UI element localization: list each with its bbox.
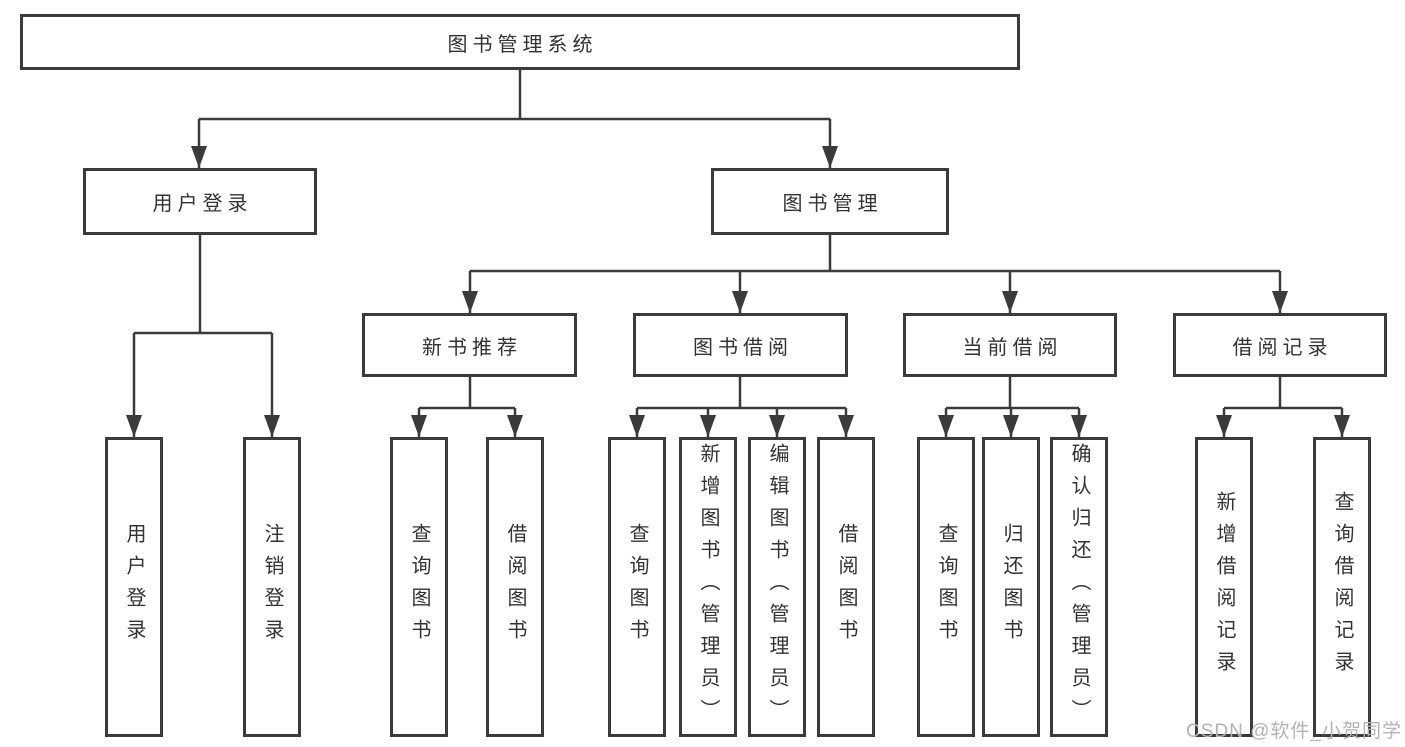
leaf-label: 确认归还（管理员） xyxy=(1068,443,1090,731)
leaf-edit-book-admin: 编辑图书（管理员） xyxy=(748,437,806,737)
node-label: 新书推荐 xyxy=(422,336,522,359)
leaf-label: 查询图书 xyxy=(408,523,430,651)
leaf-add-borrow-record: 新增借阅记录 xyxy=(1195,437,1253,737)
leaf-confirm-return-admin: 确认归还（管理员） xyxy=(1050,437,1108,737)
node-label: 用户登录 xyxy=(152,193,253,215)
leaf-label: 用户登录 xyxy=(123,523,145,651)
leaf-label: 查询图书 xyxy=(935,523,957,651)
leaf-label: 查询图书 xyxy=(626,523,648,651)
node-label: 当前借阅 xyxy=(962,336,1063,359)
leaf-label: 借阅图书 xyxy=(835,523,857,651)
leaf-add-book-admin: 新增图书（管理员） xyxy=(679,437,737,737)
node-label: 图书管理系统 xyxy=(447,33,598,56)
leaf-label: 归还图书 xyxy=(1000,523,1022,651)
node-label: 图书管理 xyxy=(782,193,883,215)
node-user-login: 用户登录 xyxy=(83,168,317,235)
leaf-label: 编辑图书（管理员） xyxy=(766,443,788,731)
node-label: 图书借阅 xyxy=(693,336,793,359)
csdn-watermark: CSDN @软件_小贺同学 xyxy=(1186,721,1402,742)
node-label: 借阅记录 xyxy=(1232,336,1333,359)
leaf-user-login: 用户登录 xyxy=(105,437,163,737)
node-library-management-system: 图书管理系统 xyxy=(20,14,1020,70)
leaf-query-books-recommend: 查询图书 xyxy=(390,437,448,737)
leaf-label: 借阅图书 xyxy=(504,523,526,651)
leaf-return-book: 归还图书 xyxy=(982,437,1040,737)
node-book-management: 图书管理 xyxy=(711,168,949,235)
leaf-query-borrow-record: 查询借阅记录 xyxy=(1313,437,1371,737)
leaf-query-books-borrow: 查询图书 xyxy=(608,437,666,737)
leaf-logout: 注销登录 xyxy=(243,437,301,737)
node-book-borrowing: 图书借阅 xyxy=(633,313,848,377)
leaf-borrow-books-borrow: 借阅图书 xyxy=(817,437,875,737)
leaf-label: 新增借阅记录 xyxy=(1213,491,1235,683)
leaf-borrow-books-recommend: 借阅图书 xyxy=(486,437,544,737)
node-current-borrowing: 当前借阅 xyxy=(903,313,1117,377)
leaf-label: 注销登录 xyxy=(261,523,283,651)
leaf-label: 查询借阅记录 xyxy=(1331,491,1353,683)
node-new-book-recommendation: 新书推荐 xyxy=(362,313,577,377)
leaf-label: 新增图书（管理员） xyxy=(697,443,719,731)
node-borrowing-records: 借阅记录 xyxy=(1173,313,1387,377)
leaf-query-books-current: 查询图书 xyxy=(917,437,975,737)
